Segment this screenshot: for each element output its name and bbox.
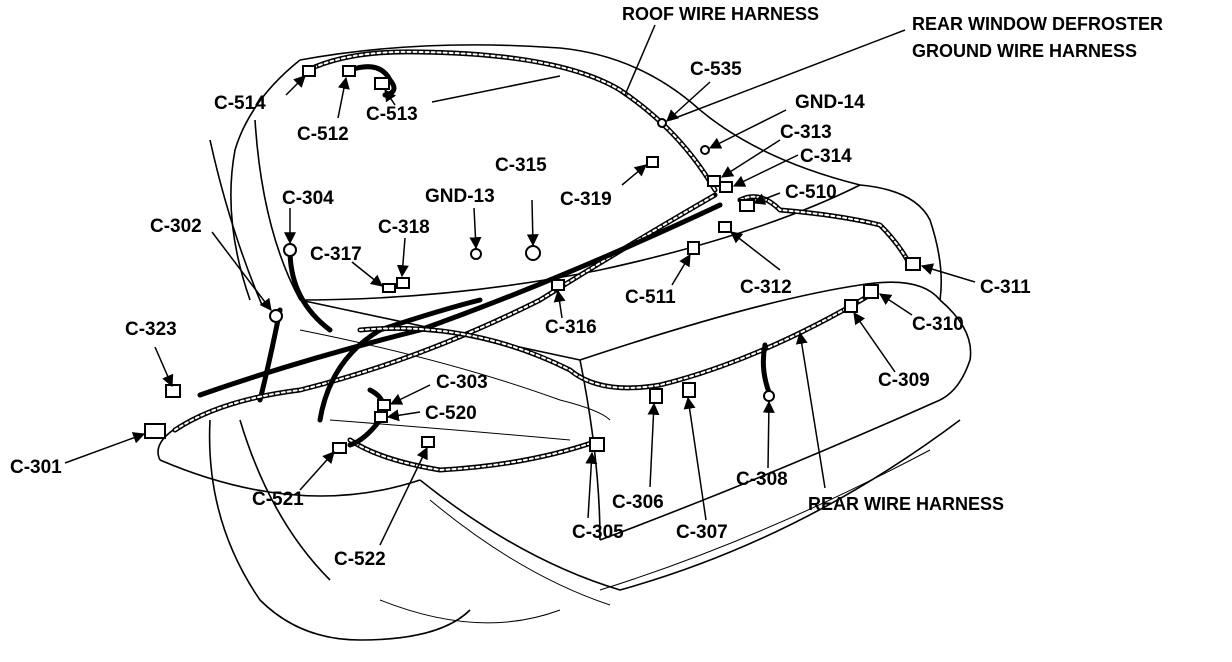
label-c319: C-319: [560, 189, 612, 210]
harnesses: [172, 49, 913, 473]
connector-c521: [332, 442, 347, 454]
connector-c315: [525, 245, 541, 261]
label-c316: C-316: [545, 317, 597, 338]
label-gnd14: GND-14: [795, 92, 865, 113]
title-rear-wire-harness: REAR WIRE HARNESS: [808, 494, 1004, 514]
connector-c314: [719, 181, 733, 193]
label-c512: C-512: [297, 124, 349, 145]
connector-c311: [905, 257, 921, 271]
label-c315: C-315: [495, 155, 547, 176]
label-c318: C-318: [378, 217, 430, 238]
leaders: [64, 24, 976, 546]
connector-c317: [382, 283, 396, 293]
connector-c512: [342, 65, 356, 77]
connector-c302: [269, 309, 283, 323]
connector-c319: [646, 156, 659, 168]
label-gnd13: GND-13: [425, 186, 495, 207]
label-c310: C-310: [912, 314, 964, 335]
label-c522: C-522: [334, 549, 386, 570]
label-c511: C-511: [625, 287, 676, 308]
connector-c510: [739, 199, 755, 212]
label-c309: C-309: [878, 370, 930, 391]
connector-c304: [283, 243, 297, 257]
connector-c307: [682, 382, 696, 398]
label-c304: C-304: [282, 188, 334, 209]
connector-c312: [718, 221, 732, 233]
title-rear-defroster-line2: GROUND WIRE HARNESS: [912, 41, 1137, 61]
title-roof-wire-harness: ROOF WIRE HARNESS: [622, 4, 819, 24]
label-c306: C-306: [612, 492, 664, 513]
label-c301: C-301: [10, 457, 62, 478]
connector-c513: [374, 77, 390, 90]
label-c317: C-317: [310, 244, 362, 265]
connector-c522: [421, 436, 435, 448]
connector-gnd13: [470, 248, 482, 260]
connector-c535: [657, 118, 667, 128]
connector-c303: [377, 399, 391, 411]
label-c311: C-311: [980, 277, 1031, 298]
label-c308: C-308: [736, 469, 788, 490]
label-c314: C-314: [800, 146, 852, 167]
connector-c511: [687, 241, 700, 255]
label-c305: C-305: [572, 522, 624, 543]
connector-c313: [707, 175, 721, 187]
label-c513: C-513: [366, 104, 418, 125]
connector-c308: [763, 390, 775, 402]
connector-c305: [589, 437, 605, 452]
label-c313: C-313: [780, 122, 832, 143]
connector-c514: [302, 65, 316, 77]
label-c312: C-312: [740, 277, 792, 298]
connector-c309: [844, 299, 858, 313]
connector-c323: [165, 384, 181, 398]
connector-c316: [551, 279, 565, 291]
title-rear-defroster-line1: REAR WINDOW DEFROSTER: [912, 14, 1163, 34]
connector-c520: [374, 411, 388, 423]
connector-c301: [144, 423, 166, 439]
label-c521: C-521: [252, 489, 304, 510]
connector-c310: [863, 284, 879, 299]
car-body: [157, 44, 972, 641]
label-c307: C-307: [676, 522, 728, 543]
label-c520: C-520: [425, 403, 477, 424]
label-c323: C-323: [125, 319, 177, 340]
connector-c318: [396, 277, 410, 289]
label-c535: C-535: [690, 59, 742, 80]
labels: C-514 C-512 C-513 C-535 GND-14 C-313 C-3…: [10, 59, 1031, 570]
label-c514: C-514: [214, 93, 266, 114]
connector-gnd14: [700, 145, 710, 155]
label-c302: C-302: [150, 216, 202, 237]
label-c510: C-510: [785, 182, 837, 203]
label-c303: C-303: [436, 372, 488, 393]
connector-c306: [649, 388, 663, 404]
connectors: [144, 65, 921, 454]
